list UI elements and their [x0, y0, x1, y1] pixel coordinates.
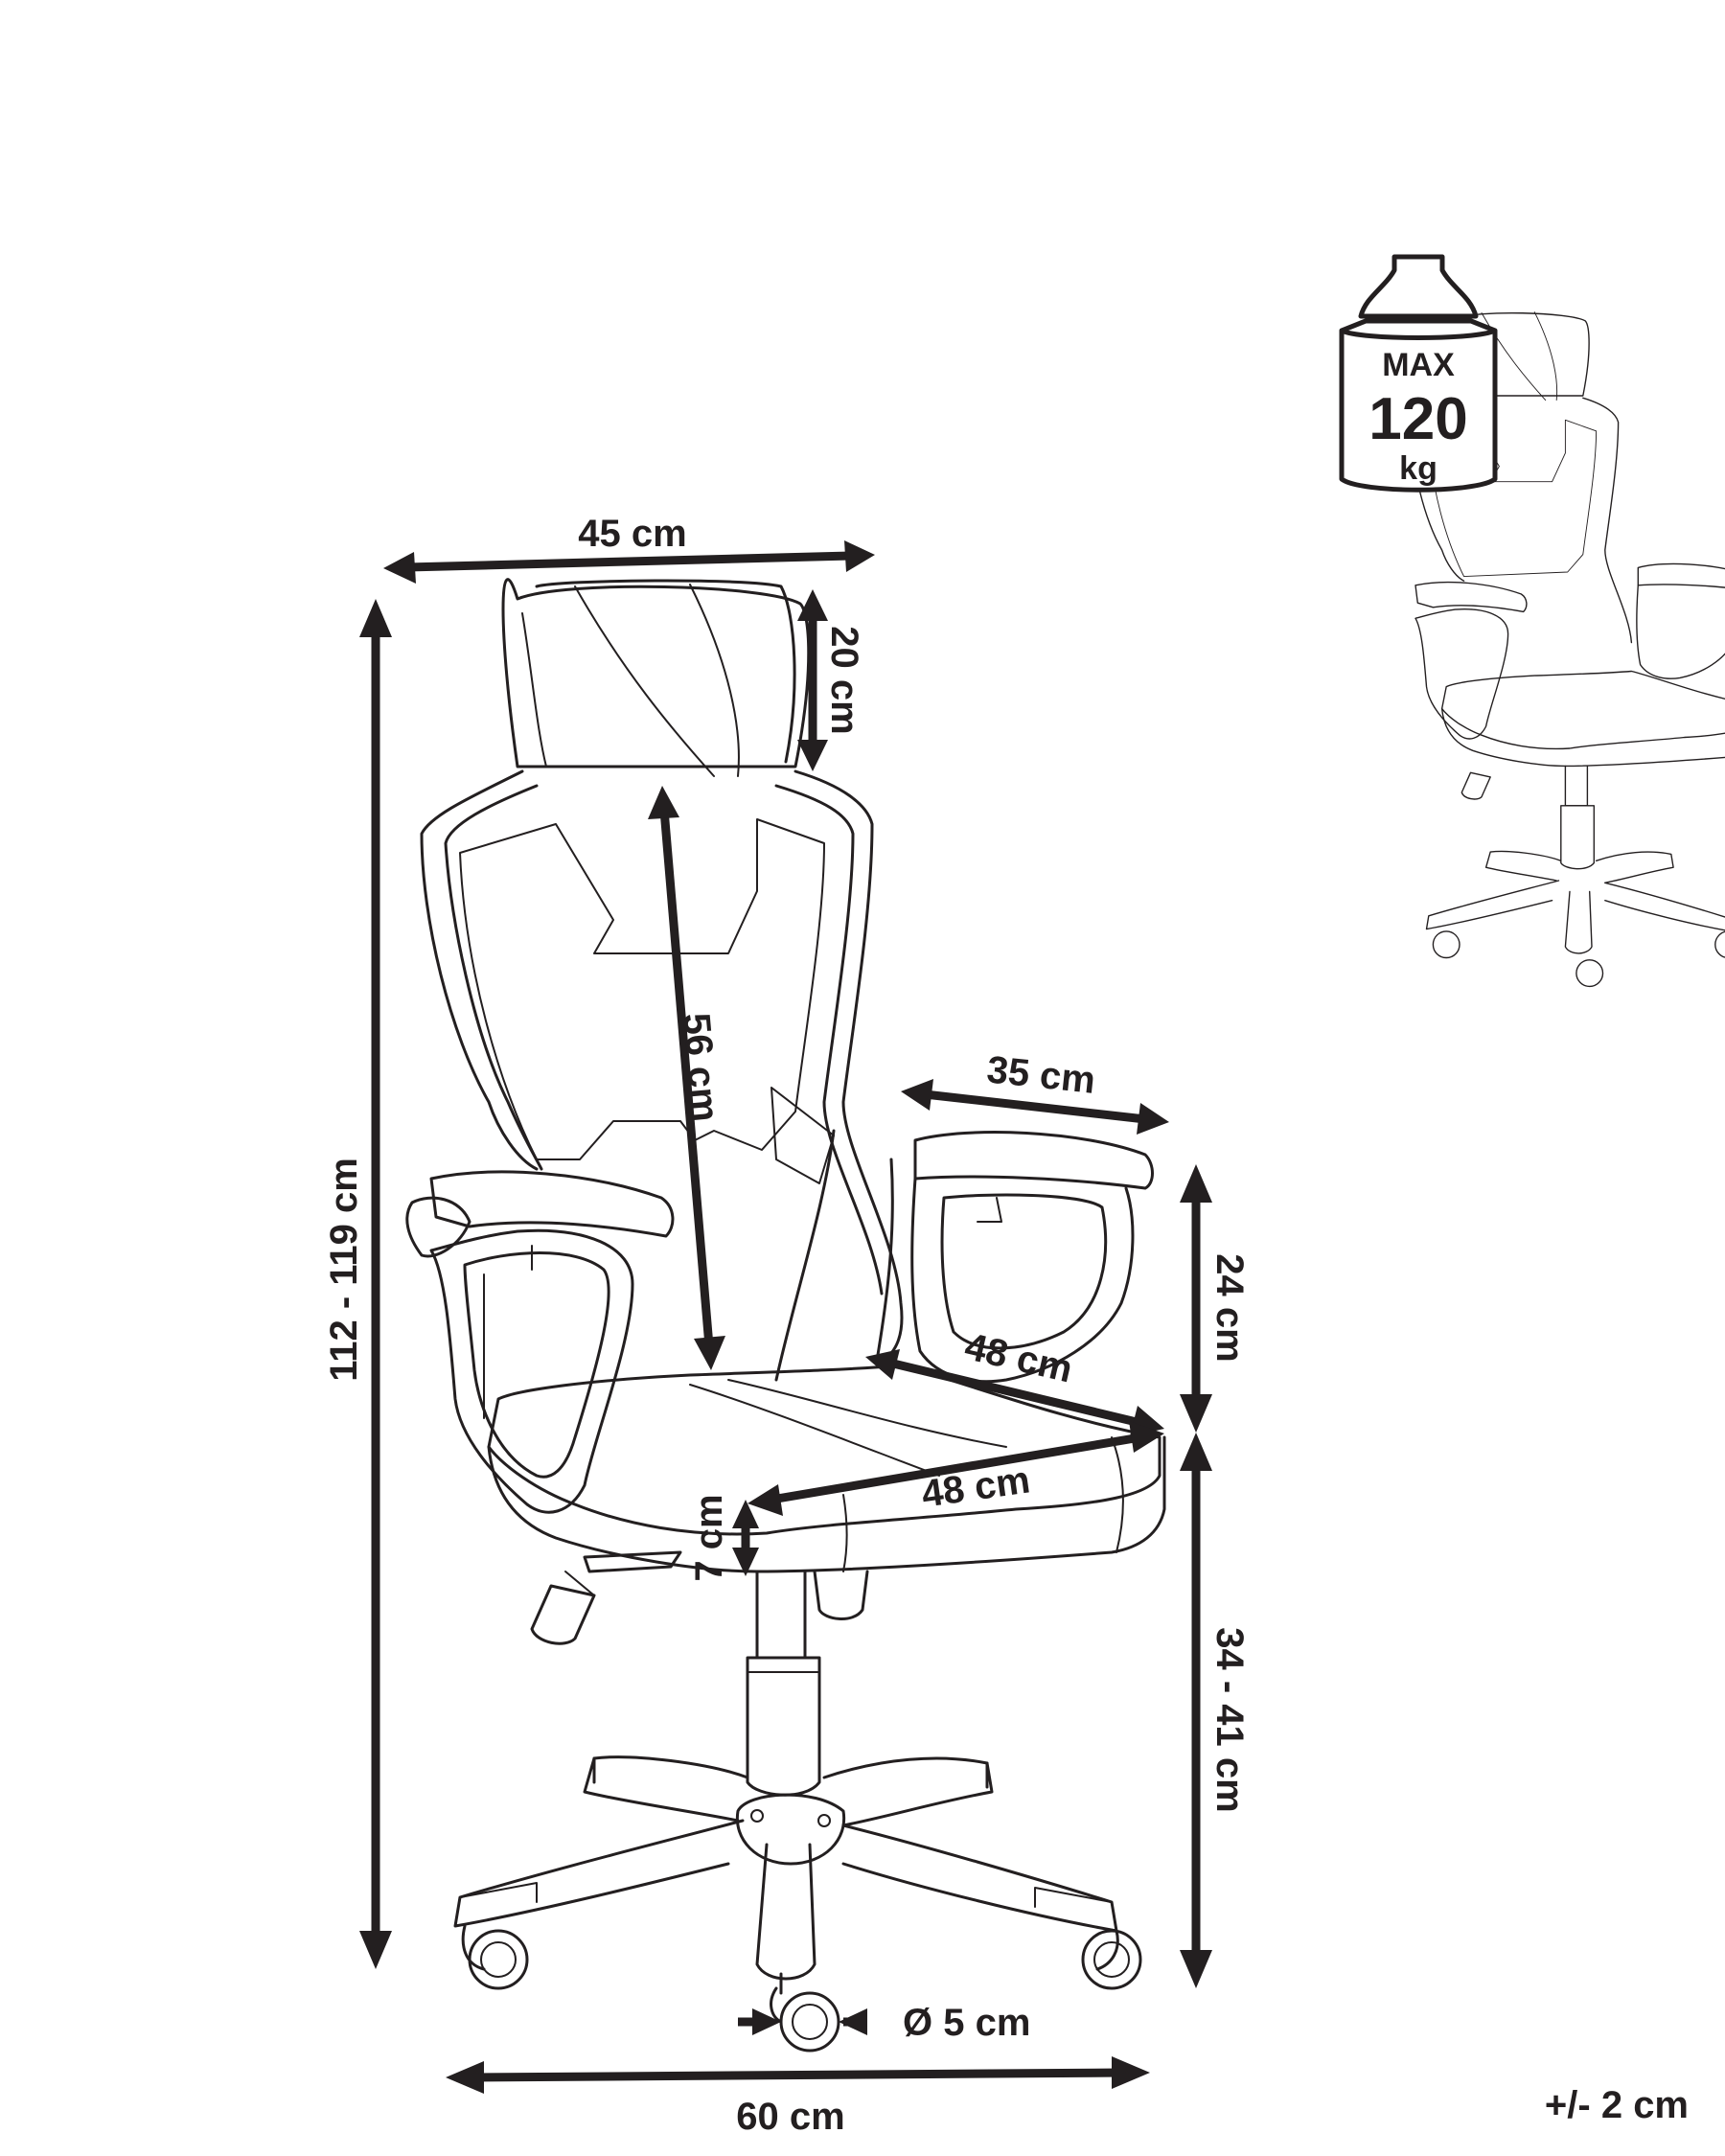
total-height-label: 112 - 119 cm [323, 1158, 365, 1382]
seat-thickness-label: 7 cm [688, 1494, 730, 1581]
base-width-dimension [446, 2056, 1150, 2094]
main-chair-drawing [405, 578, 1166, 2053]
headrest-width-dimension [383, 540, 875, 584]
headrest [501, 578, 811, 777]
max-load-unit: kg [1399, 450, 1438, 487]
max-load-title: MAX [1382, 347, 1455, 383]
reference-chair-drawing [1410, 309, 1725, 988]
base-width-label: 60 cm [736, 2096, 844, 2138]
seat-height-dimension [1180, 1433, 1212, 1988]
max-load-badge: MAX 120 kg [1339, 254, 1498, 493]
max-load-value: 120 [1368, 386, 1467, 452]
headrest-height-label: 20 cm [823, 626, 865, 734]
headrest-width-label: 45 cm [578, 513, 686, 555]
backrest [420, 769, 904, 1382]
wheel-diameter-label: Ø 5 cm [903, 2002, 1030, 2044]
seat-height-label: 34 - 41 cm [1208, 1627, 1251, 1812]
backrest-height-label: 56 cm [675, 1011, 726, 1123]
armrest-length-label: 35 cm [985, 1048, 1097, 1102]
star-base [453, 1755, 1118, 1981]
tolerance-note: +/- 2 cm [1545, 2084, 1689, 2126]
dimension-labels: 45 cm 20 cm 112 - 119 cm 56 cm 35 cm 24 … [323, 513, 1689, 2138]
gas-cylinder [746, 1570, 869, 1797]
right-armrest [910, 1131, 1154, 1384]
seat [487, 1364, 1166, 1573]
seat-width-dimension [748, 1421, 1164, 1516]
weight-icon [1358, 254, 1479, 319]
left-armrest [405, 1170, 675, 1514]
armrest-height-label: 24 cm [1208, 1253, 1251, 1362]
dimension-lines [359, 540, 1212, 2094]
armrest-height-dimension [1180, 1164, 1212, 1433]
casters [461, 1924, 1142, 2053]
seat-width-label: 48 cm [919, 1458, 1032, 1515]
armrest-length-dimension [901, 1079, 1169, 1135]
backrest-height-dimension [648, 786, 725, 1370]
tilt-lever [530, 1550, 682, 1645]
headrest-height-dimension [797, 589, 828, 771]
total-height-dimension [359, 599, 392, 1969]
wheel-diameter-dimension [738, 2008, 867, 2035]
seat-thickness-dimension [732, 1500, 759, 1576]
